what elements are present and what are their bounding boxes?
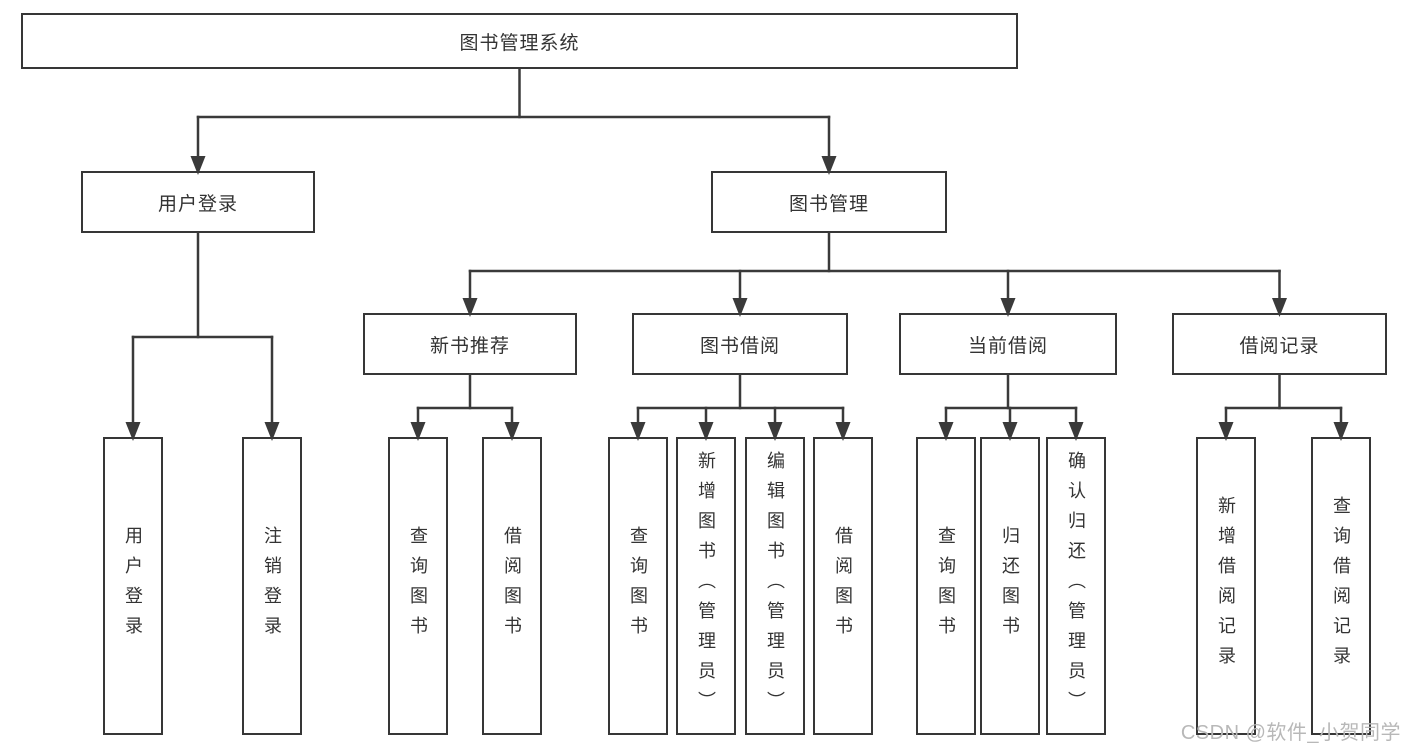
node-leaf-query-book-1: 查询图书 [388,437,448,735]
node-leaf-borrow-book-1: 借阅图书 [482,437,542,735]
node-leaf-logout: 注销登录 [242,437,302,735]
node-label: 当前借阅 [967,335,1048,357]
node-label: 新增借阅记录 [1216,496,1236,676]
node-leaf-add-record: 新增借阅记录 [1196,437,1256,735]
node-borrow-records: 借阅记录 [1172,313,1387,375]
node-label: 借阅图书 [502,526,522,646]
node-user-login: 用户登录 [81,171,315,233]
node-label: 图书管理 [788,193,869,215]
node-label: 归还图书 [1000,526,1020,646]
node-label: 用户登录 [157,193,238,215]
node-current-borrow: 当前借阅 [899,313,1117,375]
node-label: 查询图书 [936,526,956,646]
node-leaf-query-book-2: 查询图书 [608,437,668,735]
node-leaf-return-book: 归还图书 [980,437,1040,735]
node-book-mgmt: 图书管理 [711,171,947,233]
watermark: CSDN @软件_小贺同学 [1180,722,1401,744]
node-label: 注销登录 [262,526,282,646]
node-label: 编辑图书（管理员） [765,451,785,721]
node-leaf-confirm-return: 确认归还（管理员） [1046,437,1106,735]
node-book-borrow: 图书借阅 [632,313,848,375]
node-root: 图书管理系统 [21,13,1018,69]
node-label: 查询图书 [408,526,428,646]
node-leaf-edit-book: 编辑图书（管理员） [745,437,805,735]
node-leaf-borrow-book-2: 借阅图书 [813,437,873,735]
node-leaf-query-record: 查询借阅记录 [1311,437,1371,735]
node-label: 查询图书 [628,526,648,646]
node-label: 图书借阅 [699,335,780,357]
node-leaf-query-book-3: 查询图书 [916,437,976,735]
node-leaf-add-book: 新增图书（管理员） [676,437,736,735]
node-label: 用户登录 [123,526,143,646]
node-label: 新书推荐 [429,335,510,357]
node-new-book-rec: 新书推荐 [363,313,577,375]
node-label: 图书管理系统 [459,32,580,54]
node-label: 新增图书（管理员） [696,451,716,721]
node-label: 查询借阅记录 [1331,496,1351,676]
node-label: 借阅图书 [833,526,853,646]
node-leaf-user-login: 用户登录 [103,437,163,735]
node-label: 确认归还（管理员） [1066,451,1086,721]
node-label: 借阅记录 [1239,335,1320,357]
